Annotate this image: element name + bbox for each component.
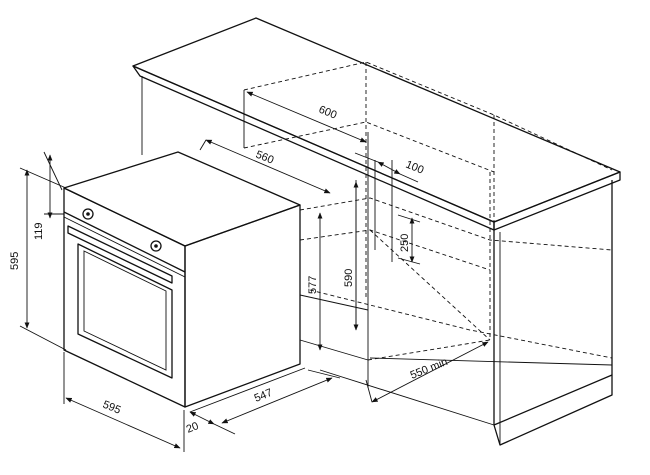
- dim-20-line: [189, 411, 215, 425]
- oven-window-inner: [83, 250, 167, 371]
- label-590: 590: [343, 269, 355, 287]
- niche-bottom: [299, 339, 369, 361]
- label-20: 20: [185, 420, 201, 436]
- dimension-labels: 600 560 100 250 590 577 550 min 595 119 …: [9, 104, 449, 436]
- dim-595-width-line: [65, 397, 181, 449]
- label-595-height: 595: [9, 252, 21, 270]
- dim-550-line: [371, 341, 489, 403]
- label-547: 547: [253, 387, 275, 405]
- label-119: 119: [33, 222, 45, 240]
- oven-top: [63, 151, 301, 247]
- cabinet-bottom-line: [369, 357, 613, 366]
- niche-floor-front: [299, 294, 369, 311]
- countertop-top: [132, 17, 621, 223]
- label-577: 577: [307, 276, 319, 294]
- dim-100-line: [377, 161, 401, 175]
- dim-547-line: [221, 377, 333, 424]
- label-600: 600: [317, 104, 339, 122]
- label-250: 250: [399, 234, 411, 252]
- dim-600-line: [246, 91, 367, 143]
- label-560: 560: [254, 149, 276, 167]
- countertop-side-edge: [493, 171, 621, 231]
- oven-window: [77, 243, 173, 379]
- countertop-front-edge: [132, 65, 495, 231]
- oven: [63, 151, 306, 413]
- label-100: 100: [404, 159, 426, 177]
- dimension-lines: [19, 91, 489, 452]
- oven-front: [63, 187, 186, 408]
- dim-560-line: [205, 139, 331, 194]
- hidden-lines: [243, 61, 613, 361]
- left-knob-center: [86, 212, 90, 216]
- control-panel-divider-2: [63, 216, 186, 278]
- right-knob-center: [154, 244, 158, 248]
- cabinet-plinth: [493, 374, 613, 446]
- oven-side-bottom: [189, 367, 306, 413]
- control-panel-divider: [63, 211, 186, 273]
- kitchen-cabinet: [132, 17, 621, 446]
- label-595-width: 595: [101, 399, 123, 417]
- plinth-front: [319, 369, 495, 426]
- door-handle: [67, 225, 173, 284]
